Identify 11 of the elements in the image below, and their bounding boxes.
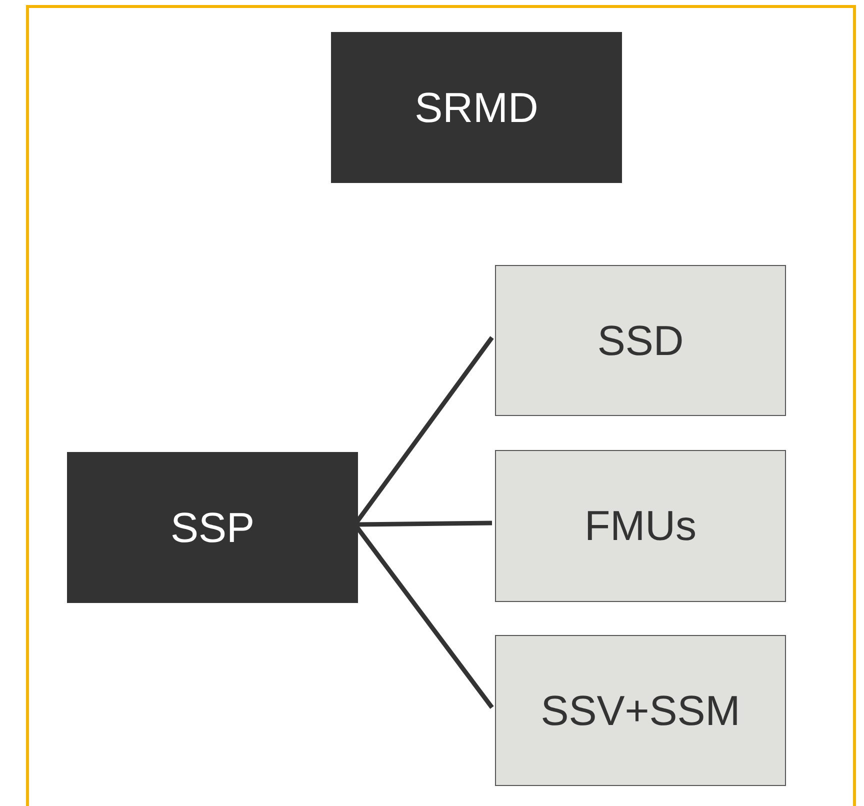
- process-box: [495, 450, 786, 602]
- process-box: [495, 265, 786, 416]
- box-label: SSV+SSM: [540, 686, 740, 734]
- box-label: SSD: [597, 316, 684, 364]
- frame: [26, 5, 856, 806]
- dark-box: [67, 452, 358, 603]
- box-label: FMUs: [584, 502, 696, 550]
- dark-box: [331, 32, 622, 183]
- process-box: [495, 635, 786, 786]
- box-label: SSP: [170, 504, 255, 552]
- box-label: SRMD: [414, 84, 538, 132]
